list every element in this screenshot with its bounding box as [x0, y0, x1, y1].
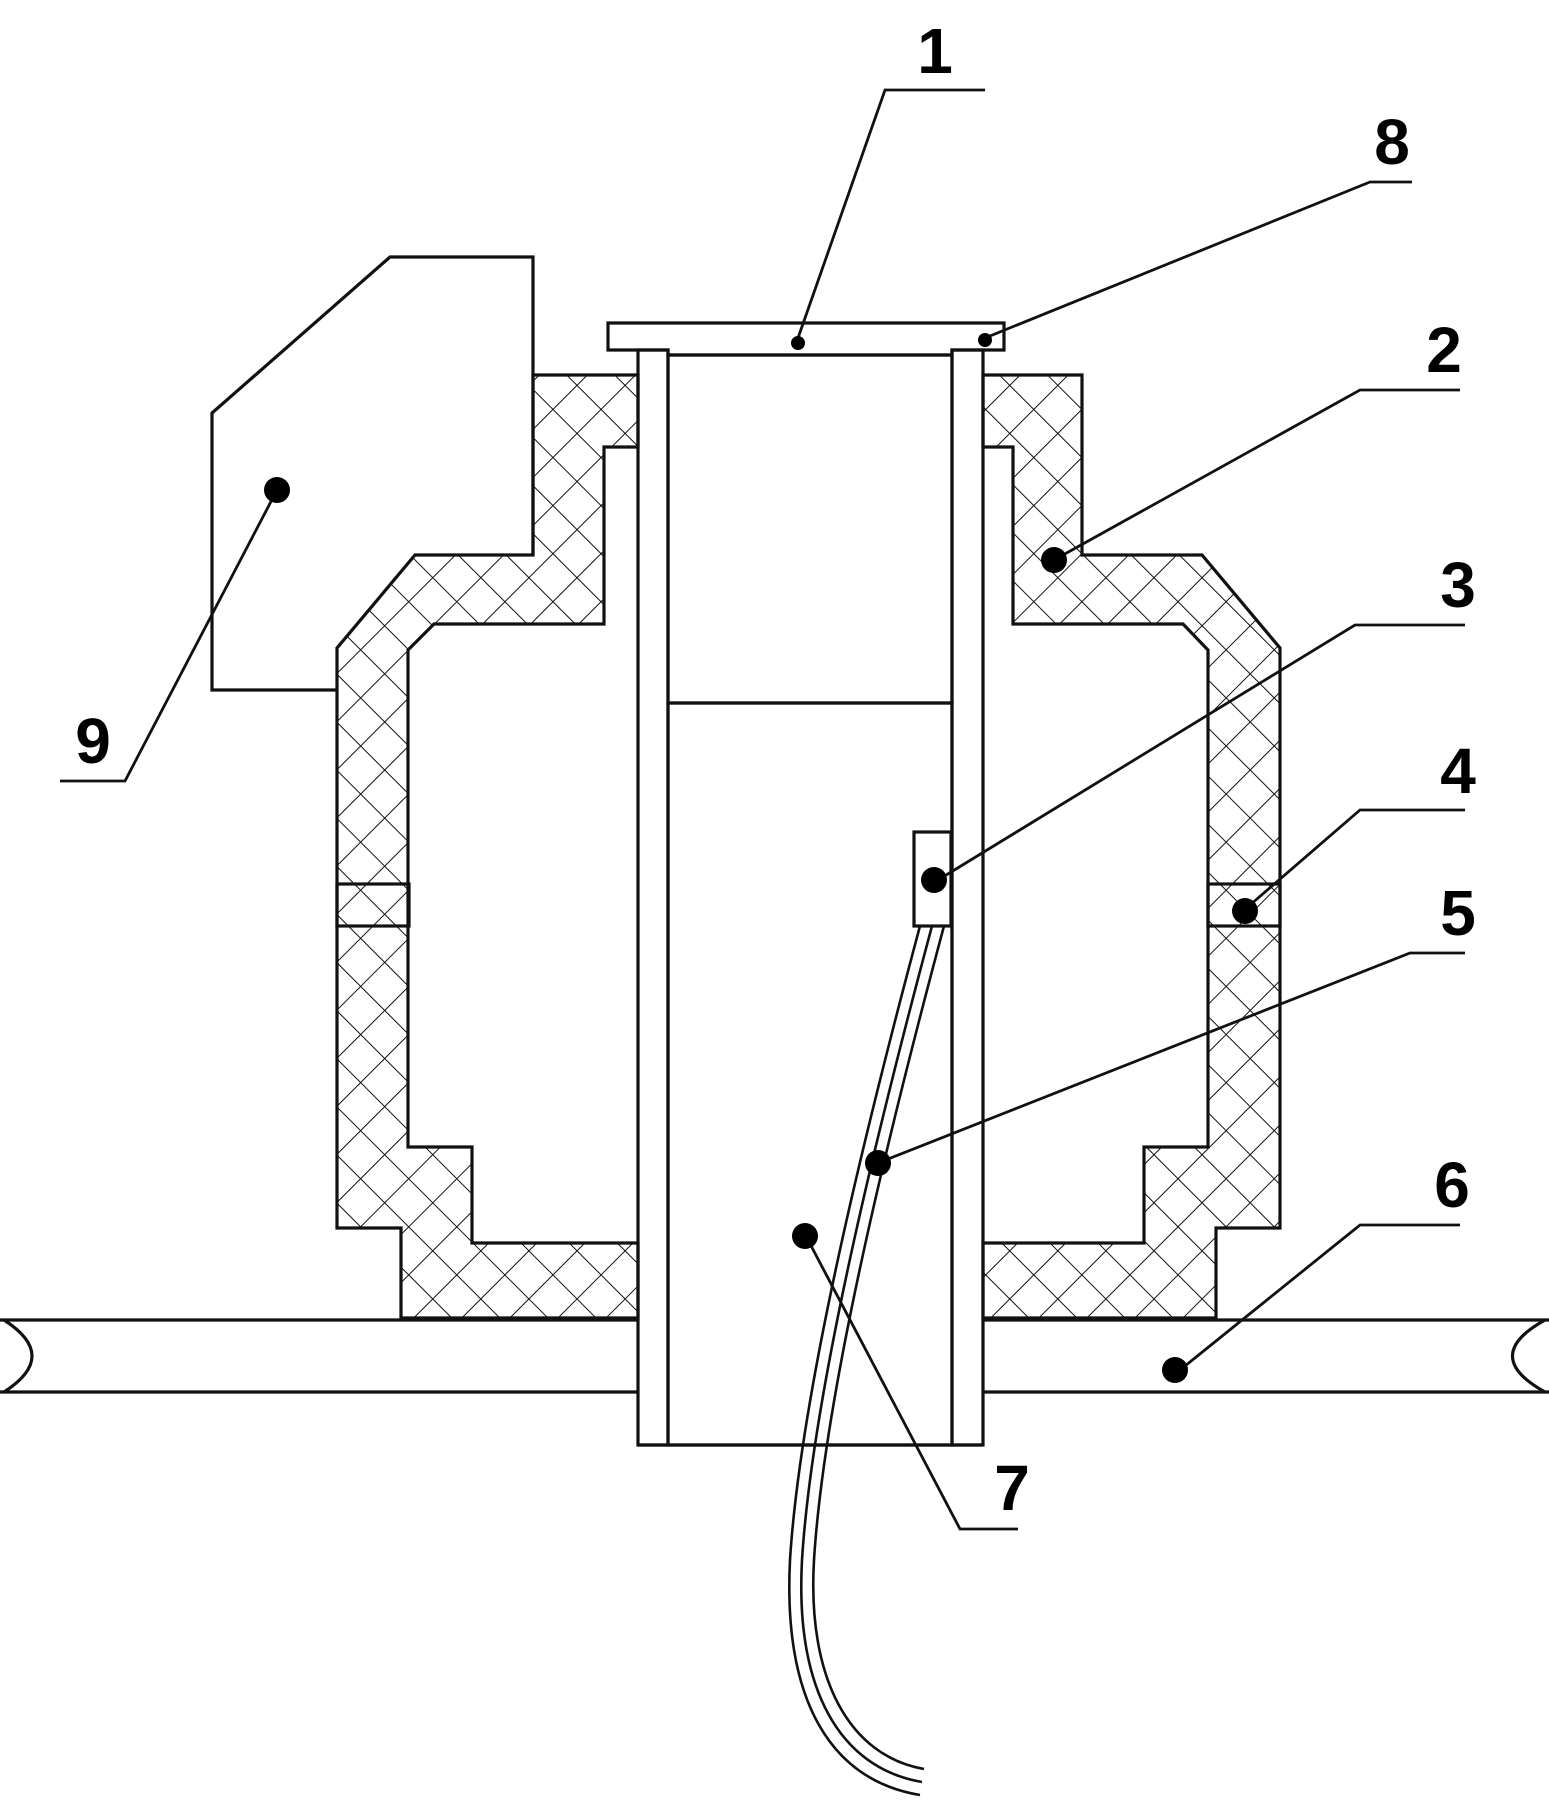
- callout-6: 6: [1434, 1149, 1470, 1221]
- callout-7: 7: [994, 1452, 1030, 1524]
- dot-5: [865, 1150, 891, 1176]
- callout-labels: 1 2 3 4 5 6 7 8 9: [75, 15, 1476, 1524]
- leader-lines: [60, 88, 1465, 1531]
- dot-4: [1232, 898, 1258, 924]
- callout-5: 5: [1440, 877, 1476, 949]
- right-vent-hole: [1206, 882, 1282, 928]
- tube-left-wall: [636, 348, 670, 1447]
- callout-dots: [264, 333, 1258, 1383]
- dot-2: [1041, 547, 1067, 573]
- callout-9: 9: [75, 705, 111, 777]
- base-plate: [0, 1318, 1549, 1394]
- housing: [335, 373, 1282, 1320]
- cap: [606, 321, 1006, 357]
- sensor: [912, 830, 953, 928]
- dot-1: [791, 336, 805, 350]
- inner-chamber: [666, 353, 954, 1447]
- dot-3: [921, 867, 947, 893]
- dot-6: [1162, 1357, 1188, 1383]
- dot-7: [792, 1223, 818, 1249]
- callout-3: 3: [1440, 549, 1476, 621]
- filled-chamber: [666, 701, 954, 1447]
- dot-9: [264, 477, 290, 503]
- dot-8: [978, 333, 992, 347]
- callout-1: 1: [917, 15, 953, 87]
- cable: [788, 925, 946, 1797]
- bracket: [210, 255, 535, 692]
- tube-right-wall: [950, 348, 985, 1447]
- outer-tube: [636, 348, 985, 1447]
- housing-left-wall: [335, 373, 640, 1320]
- cap-top: [606, 321, 1006, 357]
- callout-8: 8: [1374, 106, 1410, 178]
- left-vent-hole: [335, 882, 411, 928]
- empty-chamber: [666, 353, 954, 705]
- callout-4: 4: [1440, 735, 1476, 807]
- callout-2: 2: [1426, 314, 1462, 386]
